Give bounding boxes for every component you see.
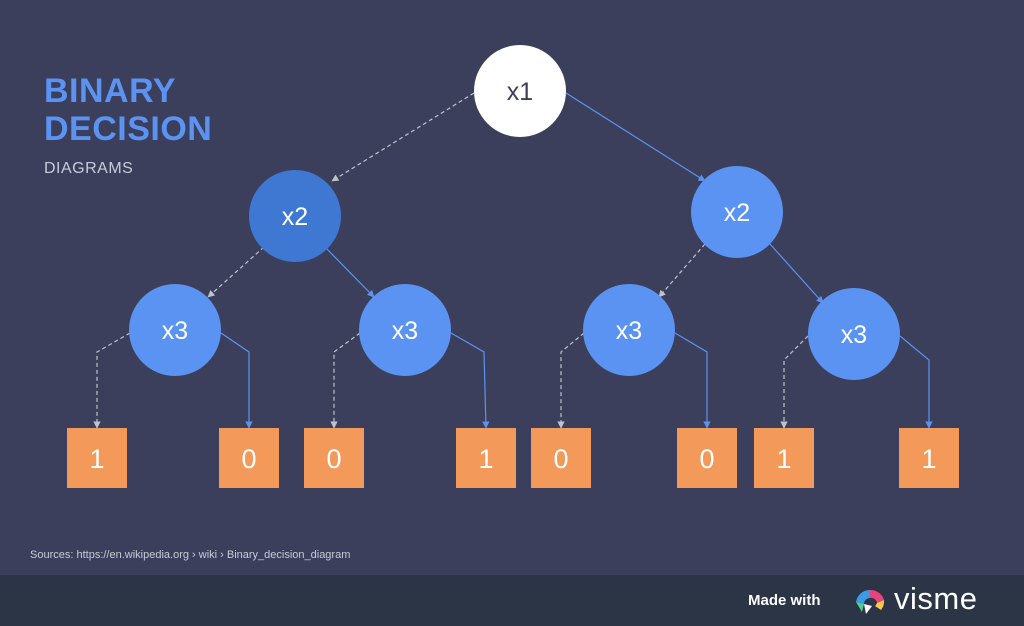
edge-x3c-high — [674, 332, 711, 429]
node-label: x3 — [162, 317, 188, 345]
diagram-subtitle: DIAGRAMS — [44, 160, 134, 177]
leaf-label: 0 — [699, 444, 714, 474]
edge-x2-left-low — [207, 246, 265, 298]
node-circle — [249, 170, 341, 262]
edge-x3d-high — [899, 335, 933, 429]
leaf-box — [67, 428, 127, 488]
edge-x3b-high — [450, 332, 490, 429]
node-circle — [129, 284, 221, 376]
leaf-label: 0 — [326, 444, 341, 474]
node-label: x3 — [392, 317, 418, 345]
footer-bar: Made with visme — [0, 575, 1024, 626]
leaf-box — [754, 428, 814, 488]
leaf-box — [677, 428, 737, 488]
leaf-label: 1 — [89, 444, 104, 474]
node-x3-d: x3 — [808, 288, 900, 380]
title-line-1: BINARY — [44, 72, 177, 110]
leaf-6: 0 — [677, 428, 737, 488]
node-circle — [583, 284, 675, 376]
diagram-title: BINARY DECISION — [44, 72, 212, 148]
visme-logo-icon — [856, 589, 885, 614]
node-x2-right: x2 — [691, 166, 783, 258]
edge-x3a-low — [93, 332, 131, 429]
leaf-4: 1 — [456, 428, 516, 488]
leaf-8: 1 — [899, 428, 959, 488]
node-label: x3 — [841, 321, 867, 349]
made-with-label: Made with — [748, 592, 821, 609]
leaf-label: 1 — [776, 444, 791, 474]
leaf-label: 1 — [921, 444, 936, 474]
edge-x2-right-high — [769, 243, 824, 304]
leaf-3: 0 — [304, 428, 364, 488]
node-x2-left: x2 — [249, 170, 341, 262]
sources-note: Sources: https://en.wikipedia.org › wiki… — [30, 549, 351, 561]
edge-x2-left-high — [324, 246, 375, 298]
leaf-1: 1 — [67, 428, 127, 488]
leaf-label: 0 — [241, 444, 256, 474]
leaf-2: 0 — [219, 428, 279, 488]
leaf-box — [304, 428, 364, 488]
node-x3-b: x3 — [359, 284, 451, 376]
node-label: x3 — [616, 317, 642, 345]
edge-x2-right-low — [658, 243, 706, 298]
node-circle — [474, 45, 566, 137]
node-label: x2 — [724, 199, 750, 227]
leaf-7: 1 — [754, 428, 814, 488]
edge-x3c-low — [557, 332, 585, 429]
leaf-label: 1 — [478, 444, 493, 474]
leaf-box — [219, 428, 279, 488]
node-circle — [808, 288, 900, 380]
node-x3-a: x3 — [129, 284, 221, 376]
node-x1-root: x1 — [474, 45, 566, 137]
title-line-2: DECISION — [44, 110, 213, 148]
leaf-5: 0 — [531, 428, 591, 488]
node-circle — [359, 284, 451, 376]
node-circle — [691, 166, 783, 258]
visme-brand-text: visme — [894, 581, 978, 616]
visme-logo[interactable]: visme — [850, 581, 1000, 619]
leaf-box — [456, 428, 516, 488]
edge-x3a-high — [220, 332, 253, 429]
leaf-label: 0 — [553, 444, 568, 474]
edge-x1-high — [565, 92, 706, 182]
decision-tree: x1 x2 x2 x3 x3 x3 x3 1 0 0 1 0 — [67, 45, 959, 488]
node-label: x2 — [282, 203, 308, 231]
leaf-box — [899, 428, 959, 488]
node-label: x1 — [507, 78, 533, 106]
edge-x1-low — [331, 92, 475, 182]
edge-x3b-low — [330, 332, 361, 429]
edge-x3d-low — [780, 335, 809, 429]
node-x3-c: x3 — [583, 284, 675, 376]
leaf-box — [531, 428, 591, 488]
